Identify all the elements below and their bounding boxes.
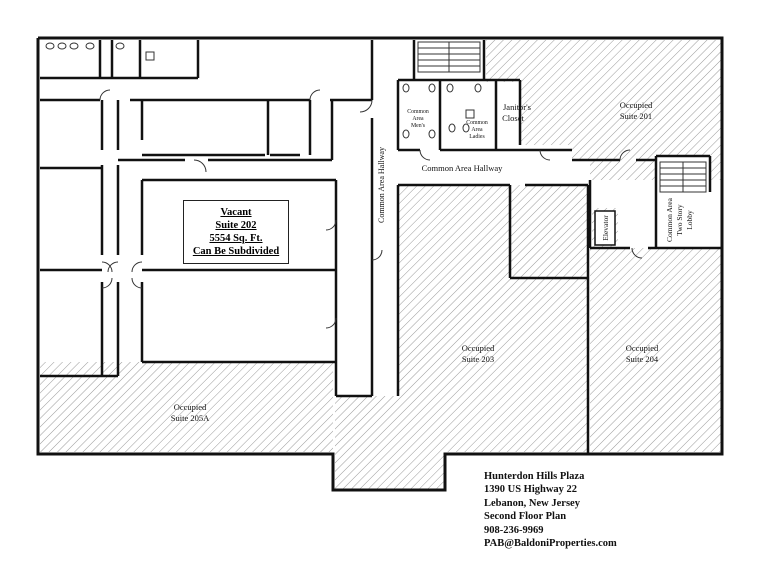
plan-floor: Second Floor Plan [484, 511, 567, 523]
ladies-room-label-2: Area [471, 127, 483, 133]
suite-201-area [486, 40, 722, 180]
property-email: PAB@BaldoniProperties.com [484, 538, 617, 550]
elevator-car [594, 210, 616, 246]
suite-205a-status: Occupied [174, 402, 207, 412]
mens-room-label-1: Common [407, 109, 429, 115]
interior-walls [40, 40, 722, 454]
door-swings [99, 89, 643, 329]
ladies-room-label-1: Common [466, 120, 488, 126]
stairs-lobby [659, 161, 707, 193]
restroom-fixtures [45, 42, 482, 139]
property-address: 1390 US Highway 22 [484, 484, 578, 496]
stairs-north [417, 41, 481, 73]
suite-203-name: Suite 203 [462, 354, 494, 364]
exterior-walls [36, 36, 724, 492]
ladies-room-label-3: Ladies [469, 134, 485, 140]
suite-203-status: Occupied [462, 343, 495, 353]
vacant-suite-number: Suite 202 [215, 220, 257, 231]
vacant-status: Vacant [220, 207, 252, 218]
suite-201-status: Occupied [620, 100, 653, 110]
lobby-label-1: Common Area [665, 197, 674, 242]
suite-204-status: Occupied [626, 343, 659, 353]
janitor-closet-label-1: Janitor's [503, 102, 531, 112]
hallway-vertical-label: Common Area Hallway [377, 147, 386, 223]
mens-room-label-3: Men's [411, 123, 426, 129]
hallway-horizontal-label: Common Area Hallway [422, 163, 503, 173]
suite-204-name: Suite 204 [626, 354, 659, 364]
lobby-label-3: Lobby [685, 210, 694, 230]
vacant-suite-callout: Vacant Suite 202 5554 Sq. Ft. Can Be Sub… [183, 200, 289, 264]
mens-room-label-2: Area [412, 116, 424, 122]
janitor-closet-label-2: Closet [502, 113, 524, 123]
elevator-label: Elevator [601, 215, 610, 241]
vacant-note: Can Be Subdivided [192, 246, 280, 257]
room-labels: Occupied Suite 201 Occupied Suite 203 Oc… [171, 100, 694, 423]
suite-204-area [590, 248, 722, 452]
property-info-block: Hunterdon Hills Plaza 1390 US Highway 22… [484, 470, 617, 550]
lobby-label-2: Two Story [675, 204, 684, 236]
suite-205a-area [40, 362, 333, 452]
property-city: Lebanon, New Jersey [484, 497, 580, 509]
suite-201-name: Suite 201 [620, 111, 652, 121]
property-phone: 908-236-9969 [484, 524, 544, 536]
property-name: Hunterdon Hills Plaza [484, 471, 585, 482]
vacant-area: 5554 Sq. Ft. [209, 233, 263, 244]
suite-205a-name: Suite 205A [171, 413, 210, 423]
